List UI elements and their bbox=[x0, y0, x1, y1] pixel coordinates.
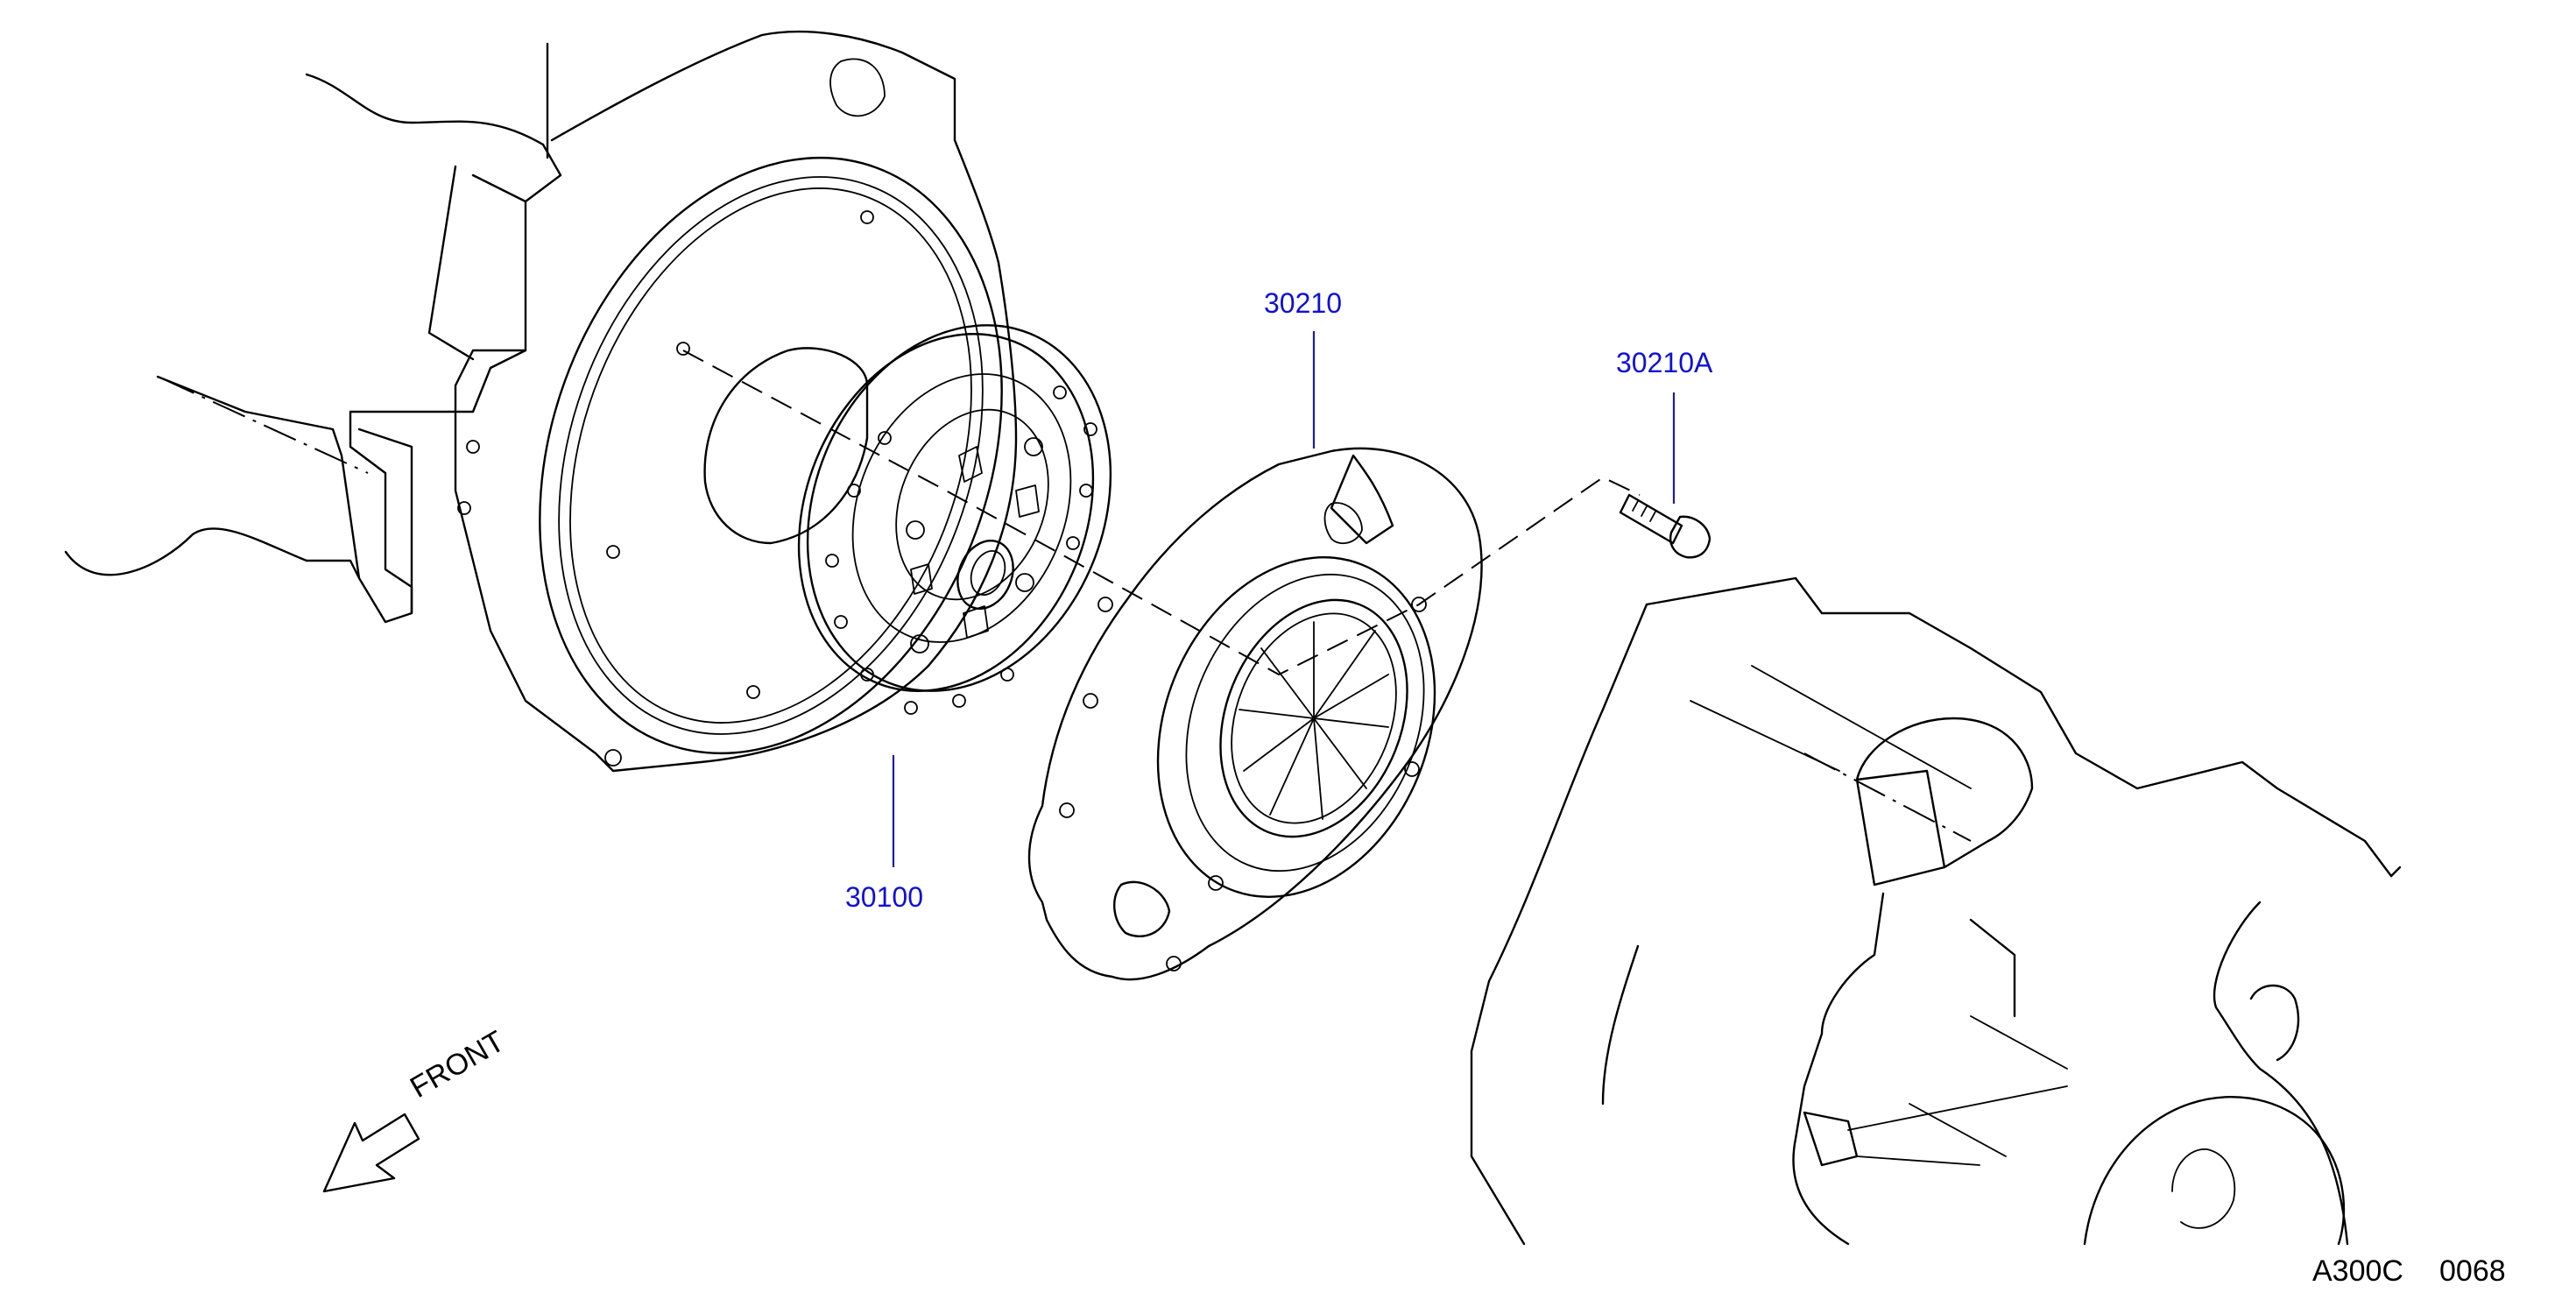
engine-block-illustration bbox=[64, 42, 562, 624]
bolt-illustration bbox=[1619, 493, 1711, 559]
figure-number: 0068 bbox=[2439, 1254, 2506, 1288]
flywheel-illustration bbox=[454, 30, 1018, 773]
assembly-centerline bbox=[682, 350, 1641, 676]
clutch-disc-illustration bbox=[797, 324, 1112, 715]
transmission-illustration bbox=[1470, 576, 2402, 1246]
clutch-cover-illustration bbox=[1027, 447, 1483, 981]
part-number-30100[interactable]: 30100 bbox=[845, 881, 923, 913]
part-number-30210[interactable]: 30210 bbox=[1264, 287, 1342, 319]
figure-code: A300C bbox=[2312, 1254, 2403, 1288]
front-arrow-icon bbox=[322, 1113, 420, 1193]
part-number-30210A[interactable]: 30210A bbox=[1616, 347, 1713, 378]
